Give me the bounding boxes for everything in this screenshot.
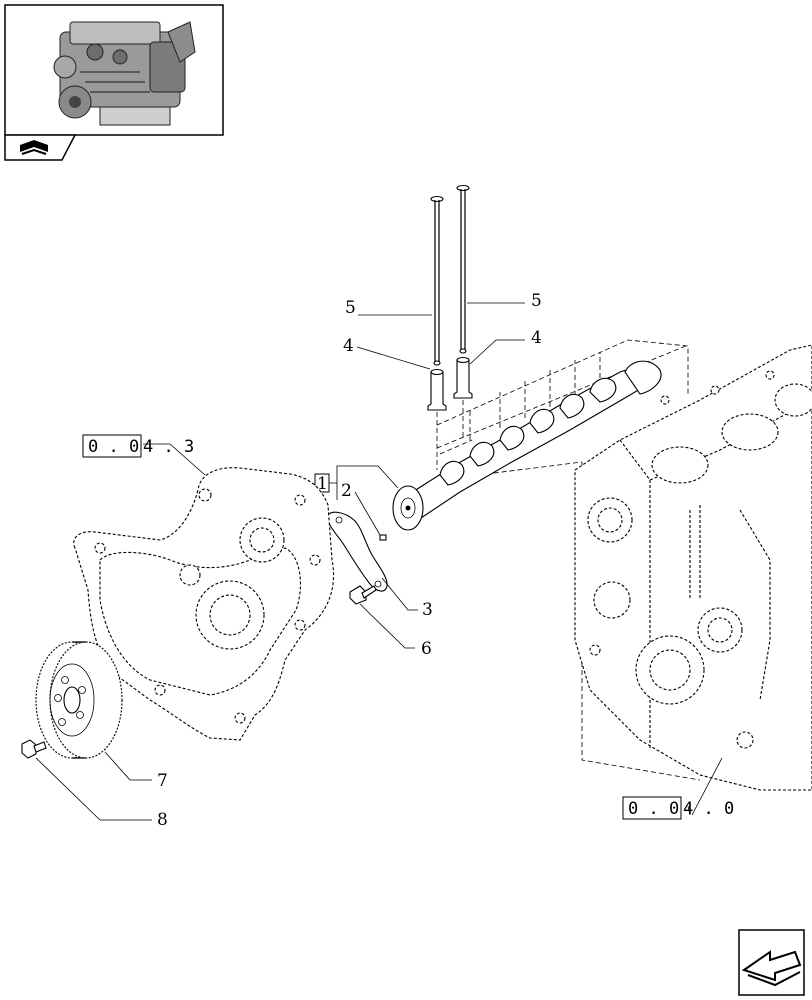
thrust-plate-screw [349, 585, 377, 605]
engine-block [574, 344, 812, 791]
callout-5-left: 5 [345, 298, 356, 318]
leader-7 [104, 751, 152, 781]
block-reference[interactable]: 0 . 0 4 . 0 [622, 757, 734, 820]
tappet-right [453, 356, 473, 399]
svg-text:1: 1 [317, 474, 328, 494]
callout-8: 8 [157, 810, 168, 830]
thrust-plate [327, 511, 388, 592]
section-tab[interactable] [4, 134, 77, 161]
dowel-pin [379, 534, 387, 541]
camshaft-gear [35, 641, 123, 759]
leader-8 [35, 757, 152, 821]
gear-bolt [21, 739, 47, 759]
leader-4-left [356, 346, 431, 370]
book-icon [20, 140, 48, 155]
callout-1: 1 [314, 465, 399, 500]
svg-text:0 . 0: 0 . 0 [88, 437, 139, 457]
engine-thumbnail-icon[interactable] [4, 4, 224, 136]
svg-text:4 . 0: 4 . 0 [683, 799, 734, 819]
cover-reference[interactable]: 0 . 0 4 . 3 [82, 434, 206, 476]
previous-page-arrow-icon[interactable] [738, 929, 805, 996]
camshaft [392, 360, 662, 531]
callout-4-left: 4 [343, 336, 354, 356]
callout-7: 7 [157, 771, 168, 791]
leader-2 [354, 491, 381, 536]
callout-2: 2 [341, 481, 352, 501]
leader-6 [359, 603, 415, 649]
callout-6: 6 [421, 639, 432, 659]
callout-5-right: 5 [531, 291, 542, 311]
push-rod-right [456, 184, 470, 354]
callout-4-right: 4 [531, 328, 542, 348]
callout-3: 3 [422, 600, 433, 620]
push-rod-left [430, 195, 444, 366]
leader-4-right [469, 339, 525, 365]
leader-3 [381, 577, 418, 611]
svg-text:4 . 3: 4 . 3 [143, 437, 194, 457]
svg-text:0 . 0: 0 . 0 [628, 799, 679, 819]
timing-cover [73, 467, 335, 741]
tappet-left [427, 368, 447, 411]
